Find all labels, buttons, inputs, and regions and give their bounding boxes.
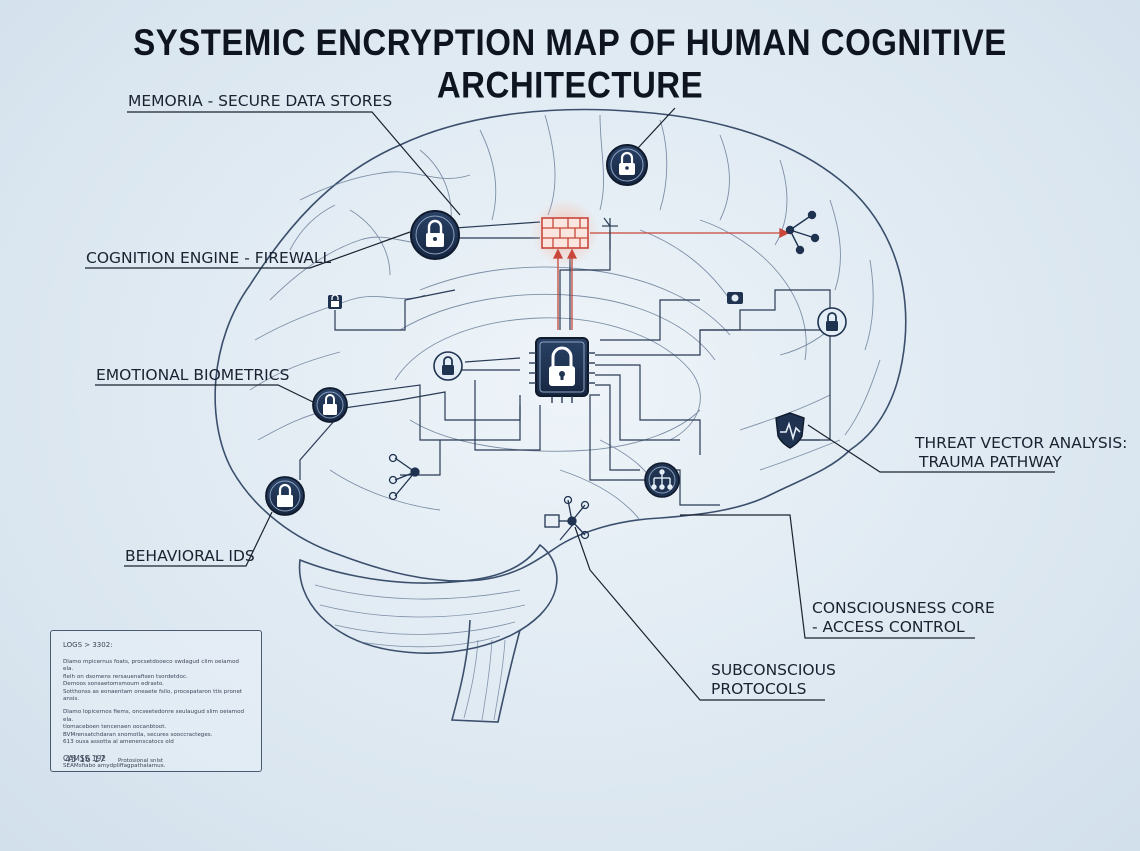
label-memoria: MEMORIA - SECURE DATA STORES (128, 92, 393, 110)
firewall-links (552, 227, 790, 330)
lock-icon-limbic (433, 351, 463, 381)
label-consciousness-core: CONSCIOUSNESS CORE - ACCESS CONTROL (812, 599, 995, 637)
logs-block-a: Dlamo mpicernus foats, procsetdooeco swd… (63, 659, 249, 703)
label-behavioral-ids: BEHAVIORAL IDS (125, 547, 255, 565)
lock-icon-memoria (410, 210, 460, 260)
camera-icon (727, 292, 743, 304)
log-line: BVMrensatchdaran snomotla, secures soocc… (63, 731, 213, 738)
label-emotional-biometrics: EMOTIONAL BIOMETRICS (96, 366, 290, 384)
logs-panel: LOGS > 3302: Dlamo mpicernus foats, proc… (50, 630, 262, 772)
cerebellum-folia (314, 584, 526, 648)
node-cluster-icon (388, 453, 420, 501)
access-control-icon (644, 462, 680, 498)
log-line: tlomaceboen tencenaen oocanbtoot. (63, 724, 167, 731)
log-line: flelh on dsomens rersauenafisen tsordetd… (63, 673, 188, 680)
lock-icon-behavioral (265, 476, 305, 516)
lock-icon-occipital (817, 307, 847, 337)
log-line: Sotthonss as eonaentam oneaete fsilo, pr… (63, 688, 243, 695)
lock-icon-core (529, 337, 595, 403)
lock-icon-emotional (312, 387, 348, 423)
logs-cams-sub: SEAMsfiabo amydpliffagpathalamus. (63, 763, 166, 770)
logs-footer-nums: 45 16 17 (65, 755, 106, 765)
label-subconscious-line1: SUBCONSCIOUS (711, 661, 836, 679)
log-line: 613 ousa assotta al amenenscatocs old (63, 739, 174, 746)
log-line: ansis. (63, 696, 80, 703)
logs-block-b: Dlamo lopicernos fiems, oncseetedonre se… (63, 709, 249, 746)
log-line: Dlamo lopicernos fiems, oncseetedonre se… (63, 709, 245, 723)
heartbeat-shield-icon (775, 412, 805, 449)
page-title: SYSTEMIC ENCRYPTION MAP OF HUMAN COGNITI… (133, 21, 1007, 106)
log-line: Demoos sonsaetomsmoum edrasto. (63, 681, 164, 688)
firewall-icon (531, 199, 599, 267)
label-cognition-engine: COGNITION ENGINE - FIREWALL (86, 249, 332, 267)
network-node-icon (785, 210, 820, 255)
label-threat-vector-line1: THREAT VECTOR ANALYSIS: (915, 434, 1128, 452)
lock-icon-parietal (606, 144, 648, 186)
label-consciousness-line2: - ACCESS CONTROL (812, 618, 965, 636)
antenna-icon (602, 217, 618, 250)
leader-lines (85, 107, 1055, 701)
label-threat-vector-line2: TRAUMA PATHWAY (919, 453, 1062, 471)
label-subconscious: SUBCONSCIOUS PROTOCOLS (711, 661, 836, 699)
label-subconscious-line2: PROTOCOLS (711, 680, 807, 698)
brain-gyri (249, 114, 881, 521)
label-threat-vector: THREAT VECTOR ANALYSIS: TRAUMA PATHWAY (915, 434, 1127, 472)
label-consciousness-line1: CONSCIOUSNESS CORE (812, 599, 995, 617)
circuit-node-icon (544, 495, 590, 540)
logs-header: LOGS > 3302: (63, 641, 113, 649)
lock-icon-small-frontal (328, 294, 342, 309)
logs-footer: 45 16 17 Protosional snlst (65, 755, 163, 765)
logs-footer-note: Protosional snlst (117, 758, 163, 764)
logs-cams: CAMSS 192 (63, 754, 107, 764)
log-line: Dlamo mpicernus foats, procsetdooeco swd… (63, 659, 239, 673)
brainstem-lines (463, 639, 506, 721)
